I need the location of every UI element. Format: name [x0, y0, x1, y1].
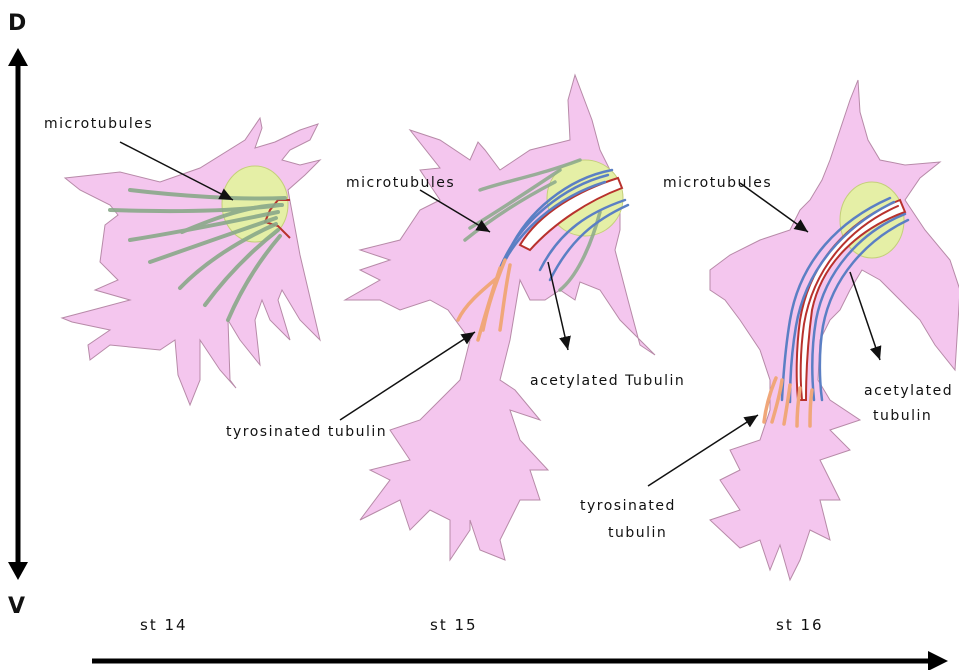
stage-label-16: st 16 — [776, 616, 824, 634]
label-tyrosinated-tubulin-st15: tyrosinated tubulin — [226, 424, 387, 440]
dv-axis — [8, 48, 28, 580]
stage-label-14: st 14 — [140, 616, 188, 634]
cell-st15 — [345, 75, 655, 560]
stage-label-15: st 15 — [430, 616, 478, 634]
label-acetylated-tubulin-st15: acetylated Tubulin — [530, 373, 685, 389]
time-axis — [92, 651, 948, 670]
ventral-label: V — [8, 594, 25, 619]
dorsal-label: D — [8, 11, 26, 36]
cell-st16 — [710, 80, 959, 580]
label-microtubules-st15: microtubules — [346, 175, 455, 191]
label-tubulin-acetylated-st16: tubulin — [873, 408, 932, 424]
cell-st14 — [62, 118, 320, 405]
label-tyrosinated-st16: tyrosinated — [580, 498, 676, 514]
label-tubulin-tyrosinated-st16: tubulin — [608, 525, 667, 541]
label-microtubules-st16: microtubules — [663, 175, 772, 191]
label-acetylated-st16: acetylated — [864, 383, 953, 399]
label-microtubules-st14: microtubules — [44, 116, 153, 132]
